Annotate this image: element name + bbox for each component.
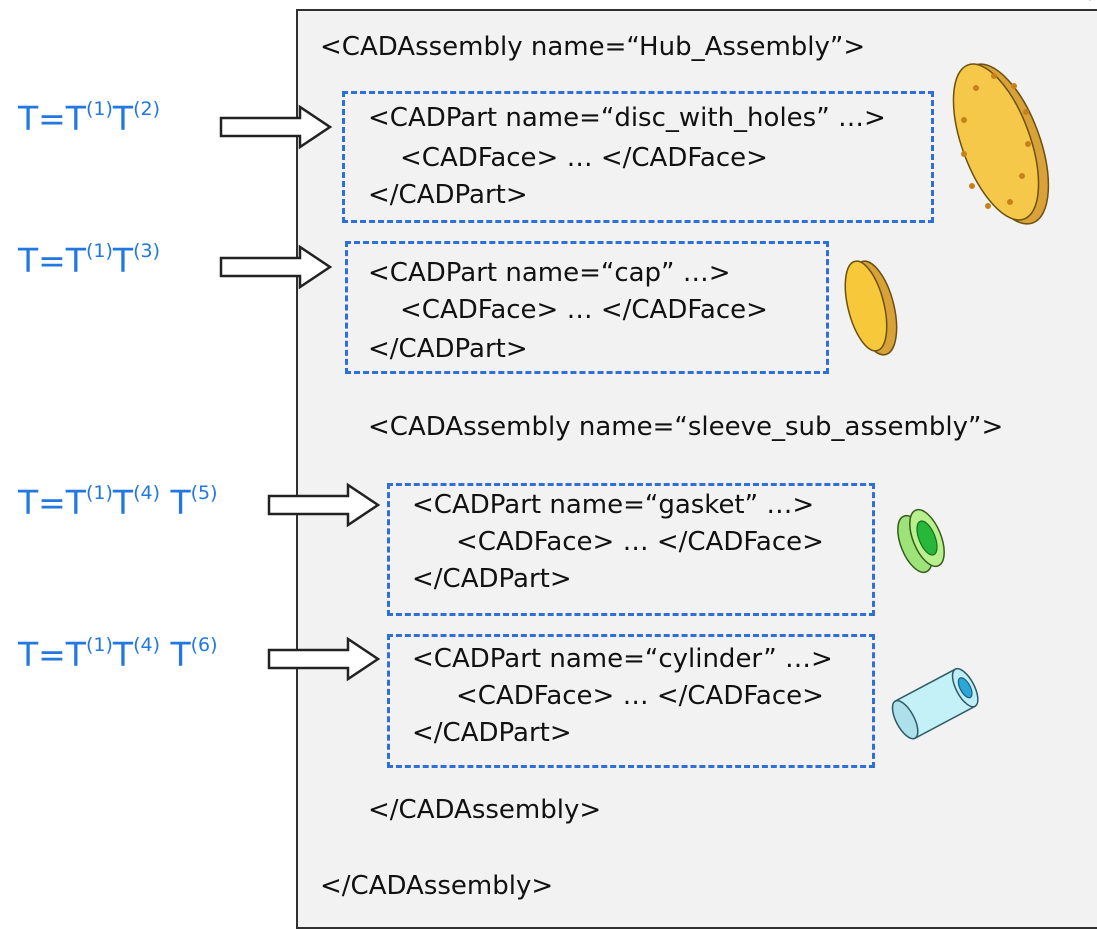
part-box-gasket (387, 483, 875, 616)
part-box-disc (342, 91, 934, 223)
transform-formula-1: T=T(1)T(2) (18, 98, 160, 138)
part-disc-close-tag: </CADPart> (368, 180, 528, 210)
part-cap-close-tag: </CADPart> (368, 334, 528, 364)
arrow-to-disc (219, 104, 333, 150)
part-disc-open-tag: <CADPart name=“disc_with_holes” …> (368, 103, 886, 133)
transform-formula-2: T=T(1)T(3) (18, 240, 160, 280)
part-cylinder-face-tag: <CADFace> … </CADFace> (456, 681, 824, 711)
xml-panel (296, 9, 1097, 929)
part-cylinder-open-tag: <CADPart name=“cylinder” …> (412, 644, 833, 674)
part-gasket-face-tag: <CADFace> … </CADFace> (456, 527, 824, 557)
cap-icon (844, 260, 898, 356)
sub-assembly-close-tag: </CADAssembly> (368, 795, 602, 825)
gasket-icon (897, 508, 945, 574)
part-box-cap (345, 241, 829, 374)
part-cap-open-tag: <CADPart name=“cap” …> (368, 258, 731, 288)
arrow-to-cap (219, 244, 333, 290)
sub-assembly-open-tag: <CADAssembly name=“sleeve_sub_assembly”> (368, 412, 1004, 442)
cylinder-icon (891, 667, 979, 740)
arrow-to-cylinder (267, 636, 381, 682)
assembly-open-tag: <CADAssembly name=“Hub_Assembly”> (320, 32, 866, 62)
cropped-title-fragment (1089, 0, 1091, 1)
part-box-cylinder (387, 634, 875, 768)
transform-formula-4: T=T(1)T(4) T(6) (18, 634, 218, 674)
assembly-close-tag: </CADAssembly> (320, 871, 554, 901)
part-gasket-open-tag: <CADPart name=“gasket” …> (412, 490, 815, 520)
arrow-to-gasket (267, 482, 381, 528)
disc-with-holes-icon (952, 63, 1050, 225)
transform-formula-3: T=T(1)T(4) T(5) (18, 482, 218, 522)
part-disc-face-tag: <CADFace> … </CADFace> (400, 143, 768, 173)
part-gasket-close-tag: </CADPart> (412, 564, 572, 594)
part-cylinder-close-tag: </CADPart> (412, 718, 572, 748)
part-cap-face-tag: <CADFace> … </CADFace> (400, 295, 768, 325)
